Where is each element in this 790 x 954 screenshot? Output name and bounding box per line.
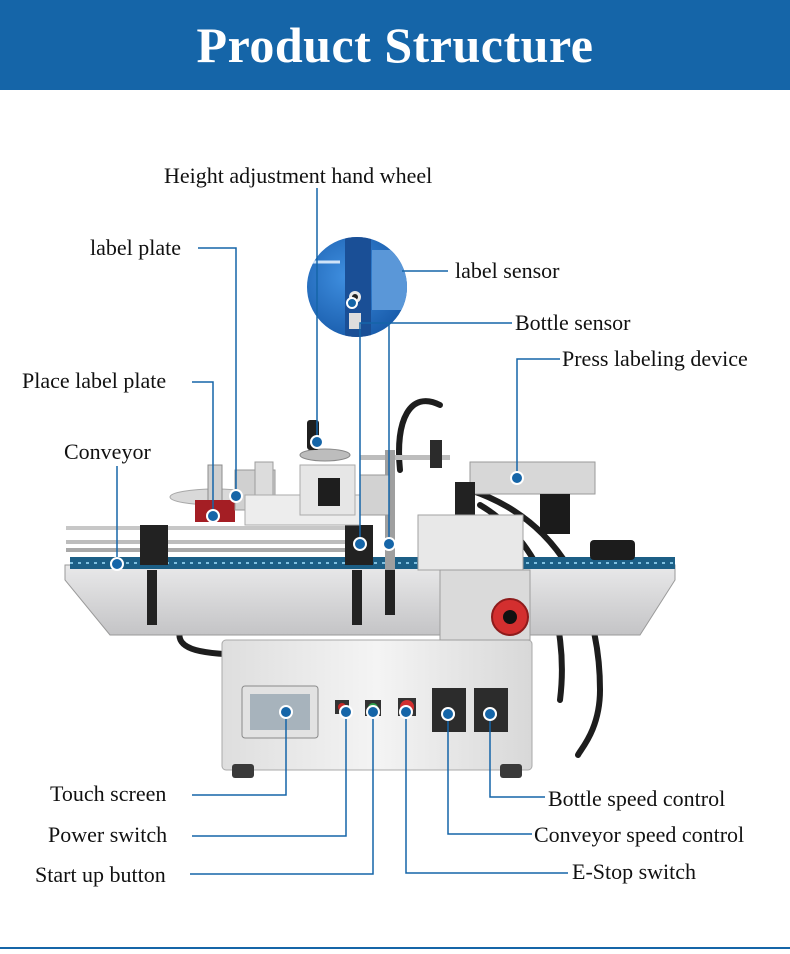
bottom-rule xyxy=(0,947,790,949)
line-bottle-sensor xyxy=(359,322,390,544)
line-place-label-plate xyxy=(192,381,214,516)
label-sensor-zoom-inset xyxy=(305,235,409,339)
line-power-switch xyxy=(192,712,347,837)
line-touch-screen xyxy=(192,712,287,796)
callout-press-device: Press labeling device xyxy=(562,346,748,371)
dot-label-sensor xyxy=(346,297,358,309)
line-conveyor-speed xyxy=(447,714,532,835)
title-banner: Product Structure xyxy=(0,0,790,90)
dot-bottle-speed xyxy=(483,707,497,721)
dot-bottle-sensor-left xyxy=(353,537,367,551)
line-estop xyxy=(405,712,568,874)
line-bottle-speed xyxy=(489,714,545,798)
conveyor-body xyxy=(64,525,676,636)
labeling-unit xyxy=(169,420,450,570)
dot-touch-screen xyxy=(279,705,293,719)
callout-place-label-plate: Place label plate xyxy=(22,368,167,393)
callout-conveyor-speed: Conveyor speed control xyxy=(534,822,745,847)
line-start-button xyxy=(190,712,374,875)
page-title: Product Structure xyxy=(196,17,594,73)
dot-height-wheel xyxy=(310,435,324,449)
callout-power-switch: Power switch xyxy=(48,822,168,847)
callout-touch-screen: Touch screen xyxy=(50,781,167,806)
callout-label-sensor: label sensor xyxy=(455,258,560,283)
line-press-device xyxy=(516,358,560,478)
callout-bottle-speed: Bottle speed control xyxy=(548,786,726,811)
callout-estop: E-Stop switch xyxy=(572,859,697,884)
dot-start-button xyxy=(366,705,380,719)
dot-place-label-plate xyxy=(206,509,220,523)
callout-label-plate: label plate xyxy=(90,235,182,260)
callout-start-button: Start up button xyxy=(35,862,166,887)
dot-press-device xyxy=(510,471,524,485)
callout-lines xyxy=(116,188,568,875)
dot-power-switch xyxy=(339,705,353,719)
dot-conveyor xyxy=(110,557,124,571)
dot-bottle-sensor-right xyxy=(382,537,396,551)
line-label-plate xyxy=(198,247,237,496)
callout-dots xyxy=(110,297,524,721)
dot-conveyor-speed xyxy=(441,707,455,721)
callout-height-wheel: Height adjustment hand wheel xyxy=(164,163,433,188)
dot-estop xyxy=(399,705,413,719)
control-cabinet xyxy=(221,639,533,778)
press-labeling-device xyxy=(417,461,635,641)
dot-label-plate xyxy=(229,489,243,503)
callout-bottle-sensor: Bottle sensor xyxy=(515,310,631,335)
callout-conveyor: Conveyor xyxy=(64,439,151,464)
